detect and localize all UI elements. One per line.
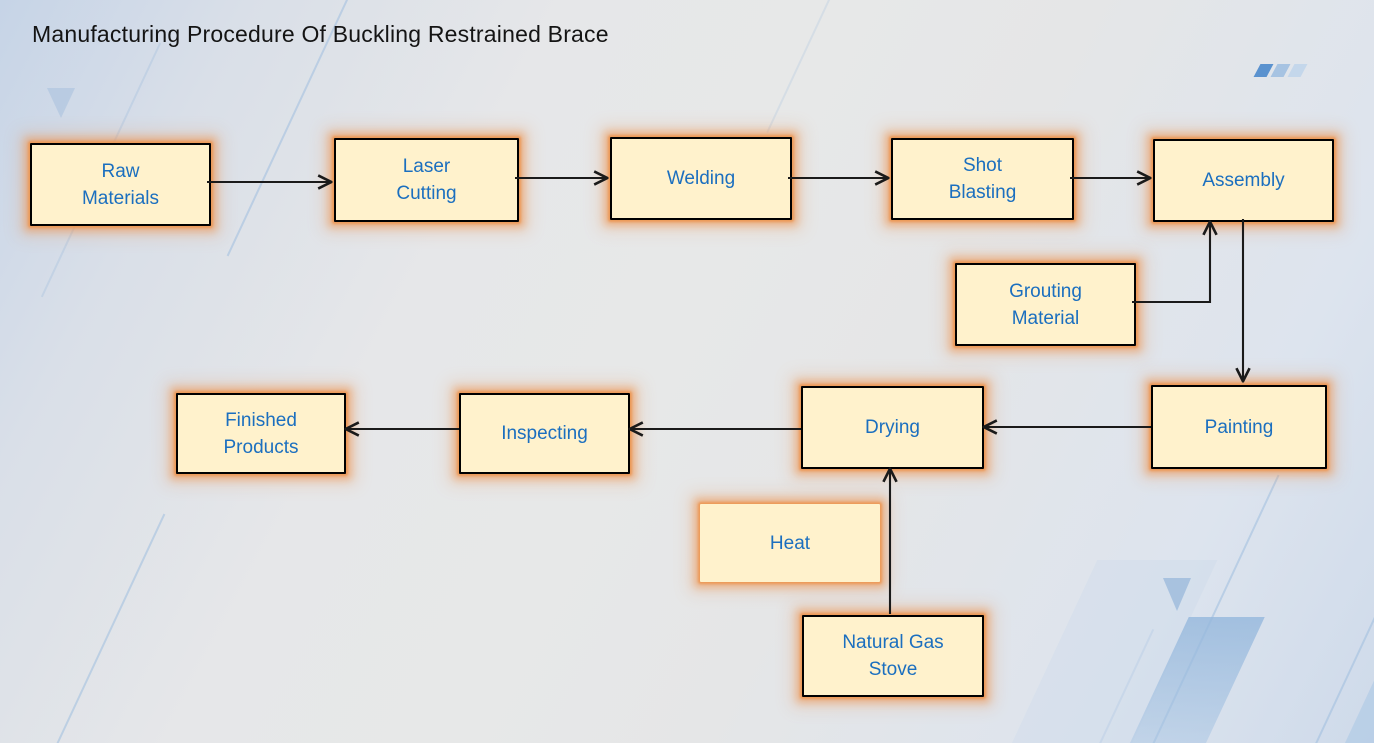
- node-label: Drying: [865, 417, 920, 438]
- node-label: Heat: [769, 532, 811, 554]
- node-label: Finished Products: [223, 409, 299, 458]
- node-label: Shot Blasting: [948, 155, 1017, 203]
- page-title: Manufacturing Procedure Of Buckling Rest…: [32, 21, 609, 47]
- node-drying: Drying: [801, 386, 984, 469]
- node-raw-materials: Raw Materials: [30, 143, 211, 226]
- node-shot-blasting: Shot Blasting: [891, 138, 1074, 220]
- node-welding: Welding: [610, 137, 792, 220]
- node-label: Laser Cutting: [396, 156, 457, 204]
- node-assembly: Assembly: [1153, 139, 1334, 222]
- node-grouting-material: Grouting Material: [955, 263, 1136, 346]
- connector-grouting-material-to-assembly: [1132, 223, 1210, 304]
- node-label: Assembly: [1202, 170, 1285, 191]
- diagonal-line: [36, 513, 166, 743]
- node-label: Welding: [666, 168, 736, 189]
- node-label: Inspecting: [501, 423, 588, 444]
- node-finished-products: Finished Products: [176, 393, 346, 474]
- node-label: Painting: [1204, 416, 1274, 438]
- triangle-decoration-icon: [1163, 578, 1191, 611]
- node-inspecting: Inspecting: [459, 393, 630, 474]
- node-label: Raw Materials: [81, 160, 160, 209]
- triangle-decoration-icon: [47, 88, 75, 118]
- node-natural-gas-stove: Natural Gas Stove: [802, 615, 984, 697]
- node-heat: Heat: [700, 504, 880, 582]
- node-painting: Painting: [1151, 385, 1327, 469]
- slash-marks-icon: [1253, 64, 1308, 77]
- node-laser-cutting: Laser Cutting: [334, 138, 519, 222]
- node-label: Natural Gas Stove: [842, 632, 944, 680]
- diagonal-line: [766, 0, 836, 133]
- slash-icon: [1287, 64, 1308, 77]
- node-label: Grouting Material: [1009, 280, 1082, 329]
